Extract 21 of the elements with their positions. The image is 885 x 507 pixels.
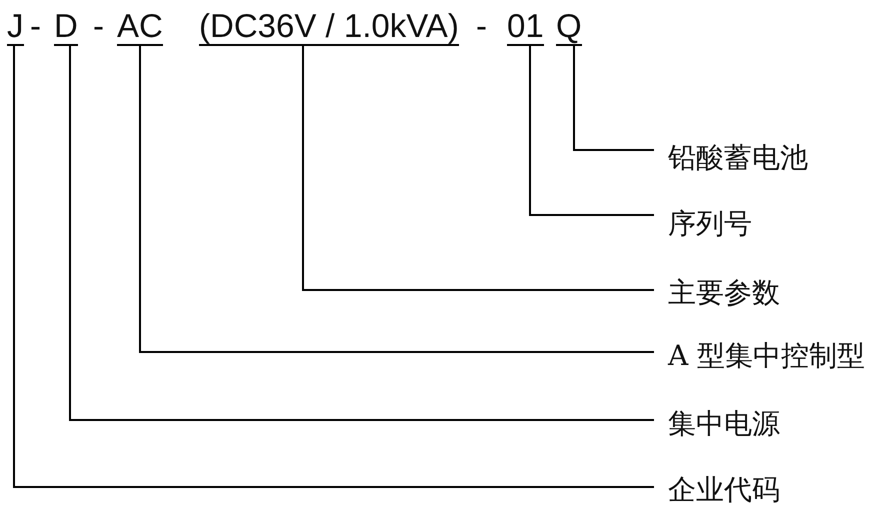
leader-line [13, 46, 654, 488]
leader-line [69, 46, 654, 421]
code-segment: J [7, 8, 24, 46]
leader-line [139, 46, 654, 353]
separator-dash: - [30, 8, 41, 44]
description-label: 铅酸蓄电池 [668, 141, 808, 175]
leader-line [529, 46, 654, 216]
description-label: 主要参数 [668, 276, 780, 310]
description-label: A 型集中控制型 [668, 339, 866, 373]
separator-dash: - [476, 8, 487, 44]
code-segment: (DC36V / 1.0kVA) [199, 8, 459, 46]
leader-line [573, 46, 654, 151]
code-segment: AC [117, 8, 163, 46]
separator-dash: - [93, 8, 104, 44]
code-segment: Q [556, 8, 582, 46]
description-label: 序列号 [668, 207, 752, 241]
code-segment: D [54, 8, 78, 46]
description-label: 集中电源 [668, 407, 780, 441]
leader-line [302, 46, 654, 291]
code-segment: 01 [507, 8, 544, 46]
description-label: 企业代码 [668, 473, 780, 507]
